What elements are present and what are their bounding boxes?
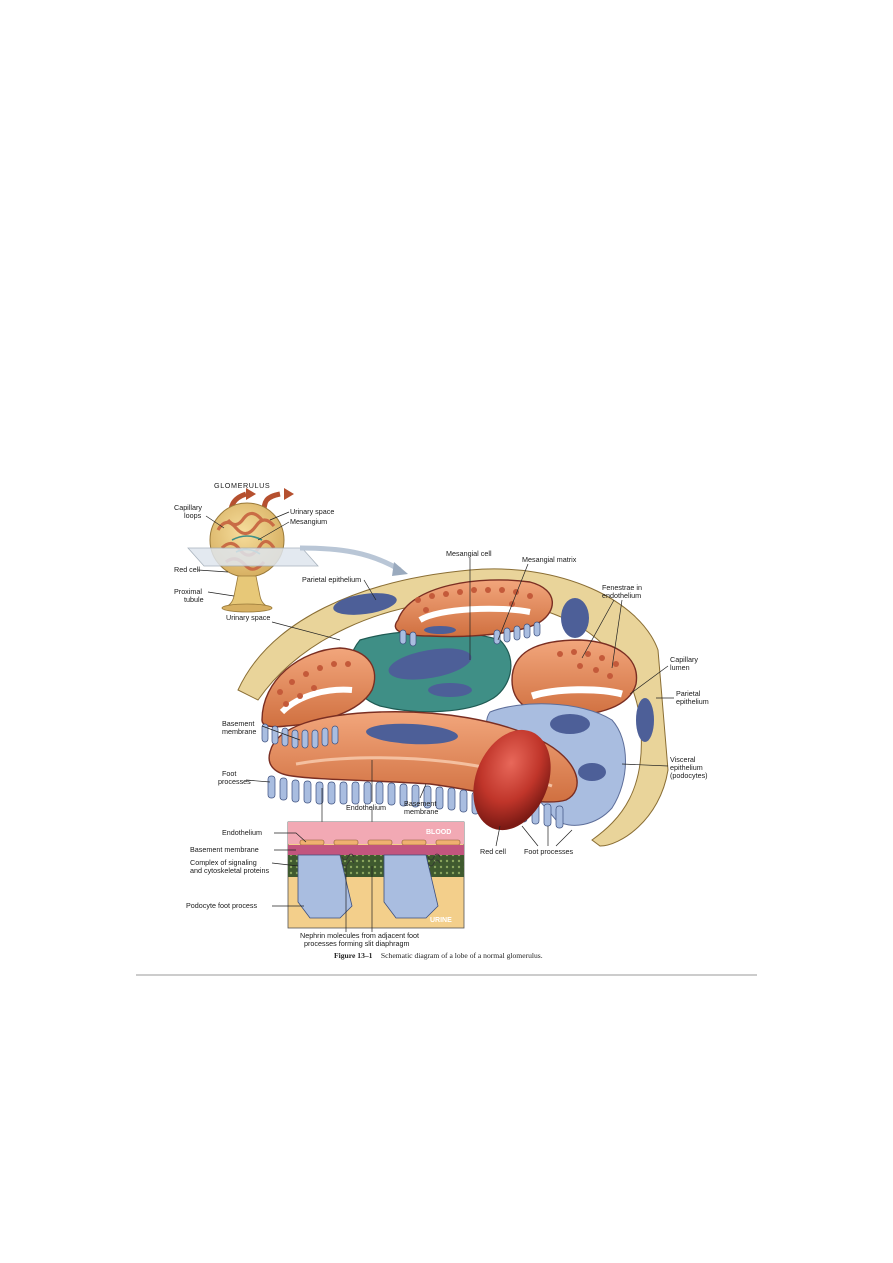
basement-membrane-band [288, 845, 464, 855]
label-inset-red-cell: Red cell [174, 565, 200, 574]
label-complex-2: and cytoskeletal proteins [190, 866, 270, 875]
label-foot-processes-bottom: Foot processes [524, 847, 574, 856]
label-capillary-loops-2: loops [184, 511, 202, 520]
label-proximal-tubule-2: tubule [184, 595, 204, 604]
zoom-arrow-head-icon [392, 562, 408, 576]
caption-text: Schematic diagram of a lobe of a normal … [381, 951, 543, 960]
glomerular-lobe [238, 569, 668, 846]
endothelium-plates [300, 840, 460, 845]
label-red-cell: Red cell [480, 847, 506, 856]
leader-inset-red-cell [198, 570, 228, 572]
label-urinary-space: Urinary space [226, 613, 270, 622]
podocyte-nucleus-2 [578, 763, 606, 781]
label-capillary-lumen-2: lumen [670, 663, 690, 672]
label-parietal-epithelium-right-2: epithelium [676, 697, 709, 706]
proximal-tubule-stem [222, 576, 272, 608]
zoom-arrow [300, 548, 400, 570]
label-basement-membrane-bottom-2: membrane [404, 807, 438, 816]
leader-foot-processes-bottom-1 [522, 826, 538, 846]
arrow-right-head-icon [284, 488, 294, 500]
leader-proximal-tubule [208, 592, 234, 596]
label-mesangium: Mesangium [290, 517, 327, 526]
slit-diaphragm-detail: BLOOD URINE [288, 822, 464, 928]
section-plane [188, 548, 318, 566]
label-parietal-epithelium-top: Parietal epithelium [302, 575, 361, 584]
label-mesangial-cell: Mesangial cell [446, 549, 492, 558]
label-glomerulus: GLOMERULUS [214, 481, 270, 490]
caption-label: Figure 13–1 [334, 951, 373, 960]
tag-urine: URINE [430, 917, 452, 924]
tag-blood: BLOOD [426, 829, 451, 836]
leader-foot-processes-bottom-3 [556, 830, 572, 846]
label-inset-urinary-space: Urinary space [290, 507, 334, 516]
label-mesangial-matrix: Mesangial matrix [522, 555, 577, 564]
label-detail-endothelium: Endothelium [222, 828, 262, 837]
label-endothelium: Endothelium [346, 803, 386, 812]
parietal-nucleus-3 [636, 698, 654, 742]
mesangial-nucleus-2 [428, 683, 472, 697]
parietal-nucleus-2 [561, 598, 589, 638]
label-podocyte-foot-process: Podocyte foot process [186, 901, 258, 910]
label-fenestrae-2: endothelium [602, 591, 641, 600]
tubule-base [222, 604, 272, 612]
label-detail-basement-membrane: Basement membrane [190, 845, 259, 854]
label-nephrin-2: processes forming slit diaphragm [304, 939, 409, 948]
label-visceral-epithelium-3: (podocytes) [670, 771, 708, 780]
podocyte-nucleus-1 [550, 714, 590, 734]
label-basement-membrane-left-2: membrane [222, 727, 256, 736]
label-foot-processes-left-2: processes [218, 777, 251, 786]
